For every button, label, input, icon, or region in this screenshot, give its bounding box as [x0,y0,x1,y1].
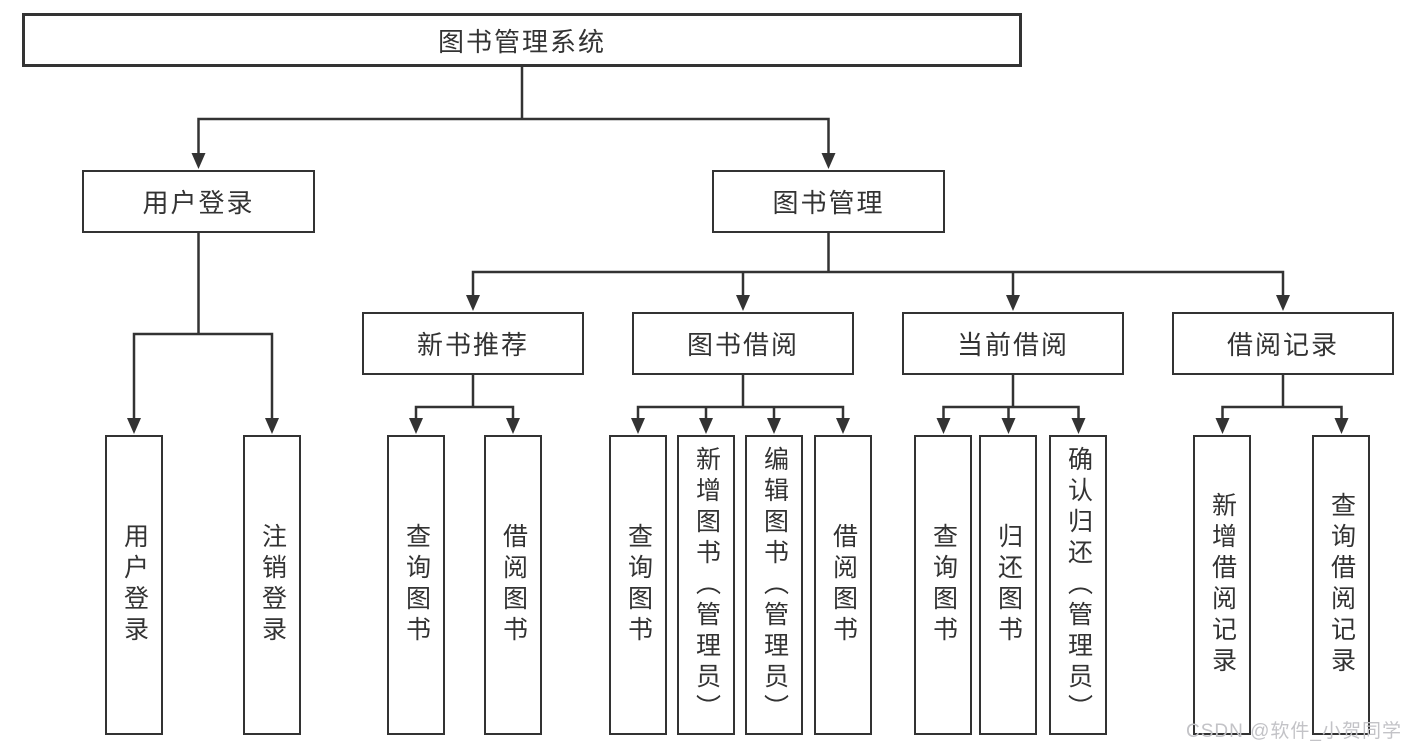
node-label: 图书借阅 [686,330,799,360]
node-library-management-system: 图书管理系统 [22,13,1022,67]
node-label: 新书推荐 [416,330,529,360]
node-book-borrowing: 图书借阅 [632,312,854,375]
node-current-borrowing: 当前借阅 [902,312,1124,375]
arrowhead-icon [1215,418,1230,434]
leaf-label: 新增借阅记录 [1208,492,1237,678]
connector-borrowing-records-to-leaves [1221,375,1343,423]
leaf-records-query-borrow-record: 查询借阅记录 [1312,435,1370,735]
csdn-watermark: CSDN @软件_小贺同学 [1186,721,1402,742]
leaf-label: 查询图书 [624,523,653,647]
connector-user-login-to-leaves [132,233,274,423]
arrowhead-icon [736,295,750,311]
leaf-label: 编辑图书（管理员） [760,445,789,725]
connector-current-borrowing-to-leaves [942,375,1080,423]
arrowhead-icon [466,295,480,311]
leaf-records-add-borrow-record: 新增借阅记录 [1193,435,1251,735]
node-user-login: 用户登录 [82,170,315,233]
leaf-label: 查询图书 [929,523,958,647]
leaf-label: 新增图书（管理员） [692,445,721,725]
connector-book-borrowing-to-leaves [636,375,845,423]
node-borrowing-records: 借阅记录 [1172,312,1394,375]
arrowhead-icon [127,418,141,434]
connector-new-book-recommend-to-leaves [414,375,515,423]
node-label: 借阅记录 [1226,330,1339,360]
node-book-management: 图书管理 [712,170,945,233]
arrowhead-icon [409,418,423,434]
leaf-user-login-action: 用户登录 [105,435,163,735]
node-label: 用户登录 [142,188,255,218]
arrowhead-icon [836,418,850,434]
arrowhead-icon [1071,418,1086,434]
leaf-logout-action: 注销登录 [243,435,301,735]
node-new-book-recommend: 新书推荐 [362,312,584,375]
leaf-label: 确认归还（管理员） [1064,445,1093,725]
arrowhead-icon [191,153,206,169]
connector-book-management-to-level2 [471,233,1285,301]
node-label: 图书管理系统 [437,26,606,57]
leaf-label: 借阅图书 [829,523,858,647]
arrowhead-icon [936,418,951,434]
leaf-current-confirm-return-admin: 确认归还（管理员） [1049,435,1107,735]
arrowhead-icon [506,418,520,434]
arrowhead-group [127,153,1349,434]
arrowhead-icon [1001,418,1016,434]
leaf-current-query-books: 查询图书 [914,435,972,735]
leaf-label: 用户登录 [120,523,149,647]
leaf-label: 注销登录 [258,523,287,647]
arrowhead-icon [767,418,781,434]
node-label: 图书管理 [772,188,885,218]
arrowhead-icon [699,418,713,434]
arrowhead-icon [821,153,836,169]
leaf-label: 借阅图书 [499,523,528,647]
leaf-recommend-query-books: 查询图书 [387,435,445,735]
arrowhead-icon [631,418,645,434]
arrowhead-icon [265,418,279,434]
connector-root-to-level1 [197,67,830,157]
leaf-current-return-books: 归还图书 [979,435,1037,735]
leaf-borrowing-borrow-books: 借阅图书 [814,435,872,735]
arrowhead-icon [1334,418,1349,434]
leaf-label: 查询借阅记录 [1327,492,1356,678]
arrowhead-icon [1006,295,1020,311]
leaf-borrowing-edit-books-admin: 编辑图书（管理员） [745,435,803,735]
leaf-recommend-borrow-books: 借阅图书 [484,435,542,735]
leaf-borrowing-add-books-admin: 新增图书（管理员） [677,435,735,735]
arrowhead-icon [1276,295,1290,311]
leaf-label: 归还图书 [994,523,1023,647]
leaf-label: 查询图书 [402,523,431,647]
node-label: 当前借阅 [956,330,1069,360]
leaf-borrowing-query-books: 查询图书 [609,435,667,735]
